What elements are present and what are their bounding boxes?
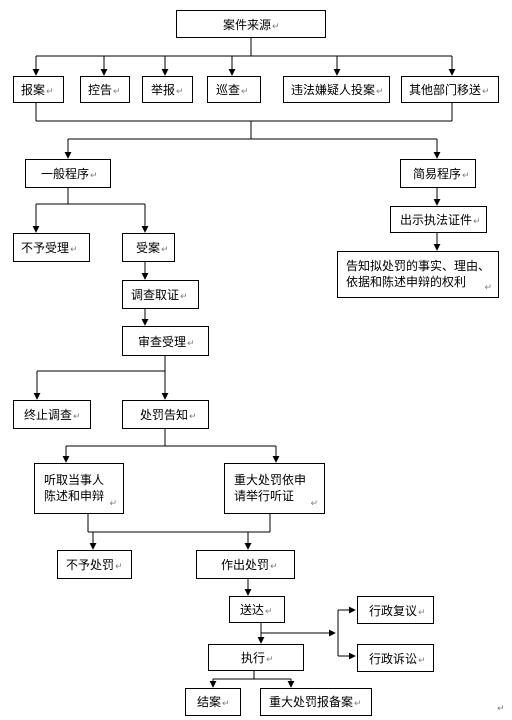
node-no-penalty-label: 不予处罚 <box>66 558 115 572</box>
node-admin-litigation-label: 行政诉讼 <box>369 652 418 666</box>
node-close-case: 结案↵ <box>185 688 241 716</box>
node-penalty-notice-label: 处罚告知 <box>140 408 189 422</box>
node-general-procedure-label: 一般程序 <box>41 167 90 181</box>
node-self-report-label: 违法嫌疑人投案 <box>291 83 376 97</box>
node-make-penalty: 作出处罚↵ <box>196 550 295 579</box>
node-admin-litigation: 行政诉讼↵ <box>357 644 434 672</box>
node-show-license: 出示执法证件↵ <box>390 206 487 233</box>
node-execute: 执行↵ <box>208 644 304 671</box>
node-admin-review-label: 行政复议 <box>369 604 418 618</box>
trailing-paragraph-mark: ↵ <box>497 704 505 714</box>
node-terminate-label: 终止调查 <box>24 408 73 422</box>
node-hear-statement-line1: 听取当事人 <box>44 473 105 487</box>
node-self-report: 违法嫌疑人投案↵ <box>283 76 390 103</box>
node-terminate: 终止调查↵ <box>13 400 91 429</box>
node-no-penalty: 不予处罚↵ <box>57 550 132 579</box>
node-report-case: 报案↵ <box>13 76 64 103</box>
node-accusation-label: 控告 <box>88 83 113 97</box>
node-accepted-label: 受案 <box>136 241 161 255</box>
node-investigation-label: 调查取证 <box>131 288 180 302</box>
node-simple-procedure-label: 简易程序 <box>413 167 462 181</box>
node-simple-procedure: 简易程序↵ <box>400 159 476 188</box>
node-inform-rights-line1: 告知拟处罚的事实、理由、 <box>346 259 491 273</box>
node-major-hearing-line1: 重大处罚依申 <box>234 473 307 487</box>
node-close-case-label: 结案 <box>197 695 222 709</box>
node-major-filing-label: 重大处罚报备案 <box>269 695 354 709</box>
node-inform-rights: 告知拟处罚的事实、理由、 依据和陈述申辩的权利 ↵ <box>337 251 499 298</box>
node-accusation: 控告↵ <box>80 76 130 103</box>
node-execute-label: 执行 <box>241 651 266 665</box>
node-show-license-label: 出示执法证件 <box>400 213 473 227</box>
node-make-penalty-label: 作出处罚 <box>221 558 270 572</box>
node-review-label: 审查受理 <box>138 335 187 349</box>
node-patrol-label: 巡查 <box>216 83 241 97</box>
node-case-source-label: 案件来源 <box>223 18 272 32</box>
node-not-accepted: 不予受理↵ <box>13 233 90 262</box>
node-investigation: 调查取证↵ <box>122 280 199 309</box>
node-case-source: 案件来源↵ <box>176 10 326 38</box>
node-patrol: 巡查↵ <box>207 76 261 103</box>
node-tip-off-label: 举报 <box>151 83 176 97</box>
node-admin-review: 行政复议↵ <box>357 596 434 624</box>
node-hear-statement: 听取当事人 陈述和申辩 ↵ <box>34 463 124 514</box>
node-review: 审查受理↵ <box>122 326 209 356</box>
node-accepted: 受案↵ <box>122 233 175 262</box>
node-dept-transfer: 其他部门移送↵ <box>401 76 499 103</box>
node-major-hearing: 重大处罚依申 请举行听证 ↵ <box>224 463 325 514</box>
node-major-hearing-line2: 请举行听证 <box>234 489 295 503</box>
node-penalty-notice: 处罚告知↵ <box>122 400 209 429</box>
node-not-accepted-label: 不予受理 <box>21 241 70 255</box>
node-serve-label: 送达 <box>240 603 265 617</box>
node-general-procedure: 一般程序↵ <box>25 159 111 188</box>
node-report-case-label: 报案 <box>21 83 46 97</box>
node-hear-statement-line2: 陈述和申辩 <box>44 489 105 503</box>
node-major-filing: 重大处罚报备案↵ <box>260 688 372 716</box>
node-dept-transfer-label: 其他部门移送 <box>409 83 482 97</box>
node-serve: 送达↵ <box>229 596 285 623</box>
node-inform-rights-line2: 依据和陈述申辩的权利 <box>346 275 467 289</box>
node-tip-off: 举报↵ <box>142 76 193 103</box>
